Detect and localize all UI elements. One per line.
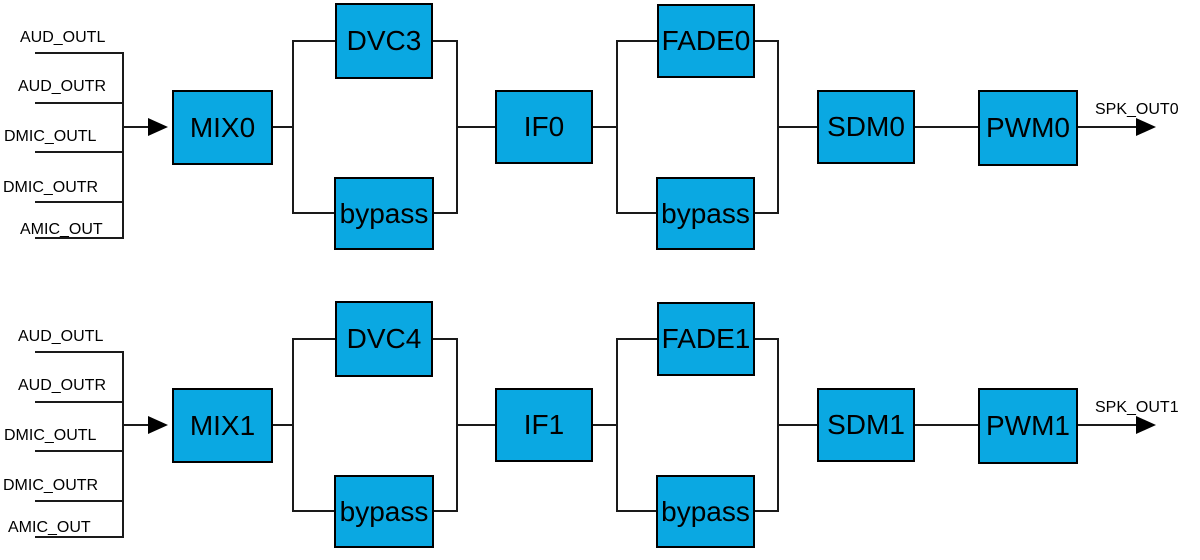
arrowhead-right-icon	[148, 416, 168, 434]
input-label-aud-outl: AUD_OUTL	[20, 29, 106, 46]
input-line	[35, 151, 123, 153]
mix0-block: MIX0	[172, 90, 273, 165]
input-line	[35, 351, 123, 353]
wire	[123, 424, 150, 426]
fade1-block: FADE1	[657, 302, 755, 376]
input-label-aud-outr: AUD_OUTR	[18, 377, 107, 394]
wire	[616, 338, 618, 512]
input-label-amic-out: AMIC_OUT	[8, 519, 91, 536]
dvc-bypass-block: bypass	[334, 475, 434, 548]
wire	[755, 40, 778, 42]
wire	[434, 510, 457, 512]
output-label-spk-out0: SPK_OUT0	[1095, 101, 1179, 118]
wire	[617, 40, 657, 42]
wire	[293, 212, 334, 214]
wire	[617, 212, 656, 214]
wire	[915, 126, 978, 128]
if1-block: IF1	[495, 388, 593, 462]
input-bus-line	[122, 52, 124, 239]
wire	[457, 424, 495, 426]
input-line	[35, 401, 123, 403]
input-line	[35, 536, 123, 538]
arrowhead-right-icon	[148, 118, 168, 136]
output-label-spk-out1: SPK_OUT1	[1095, 399, 1179, 416]
fade0-block: FADE0	[657, 4, 755, 78]
arrowhead-right-icon	[1136, 416, 1156, 434]
wire	[617, 510, 656, 512]
input-line	[35, 201, 123, 203]
if0-block: IF0	[495, 90, 593, 164]
wire	[273, 424, 293, 426]
dvc-bypass-block: bypass	[334, 177, 434, 250]
wire	[273, 126, 293, 128]
wire	[755, 338, 778, 340]
wire	[915, 424, 978, 426]
input-label-aud-outl: AUD_OUTL	[18, 328, 104, 345]
wire	[293, 510, 334, 512]
dvc3-block: DVC3	[335, 3, 433, 79]
wire	[1078, 126, 1138, 128]
pwm0-block: PWM0	[978, 90, 1078, 166]
dvc4-block: DVC4	[335, 301, 433, 377]
input-label-aud-outr: AUD_OUTR	[18, 78, 107, 95]
wire	[593, 424, 617, 426]
wire	[457, 126, 495, 128]
wire	[433, 40, 457, 42]
sdm1-block: SDM1	[817, 388, 915, 462]
wire	[123, 126, 150, 128]
input-label-amic-out: AMIC_OUT	[20, 221, 103, 238]
wire	[292, 40, 294, 214]
sdm0-block: SDM0	[817, 90, 915, 164]
wire	[616, 40, 618, 214]
input-label-dmic-outl: DMIC_OUTL	[4, 427, 97, 444]
wire	[755, 510, 778, 512]
input-label-dmic-outr: DMIC_OUTR	[3, 477, 99, 494]
wire	[755, 212, 778, 214]
fade-bypass-block: bypass	[656, 177, 755, 250]
wire	[778, 424, 817, 426]
input-line	[35, 102, 123, 104]
input-bus-line	[122, 351, 124, 538]
wire	[778, 126, 817, 128]
input-line	[35, 450, 123, 452]
wire	[292, 338, 294, 512]
wire	[593, 126, 617, 128]
input-line	[35, 52, 123, 54]
wire	[617, 338, 657, 340]
fade-bypass-block: bypass	[656, 475, 755, 548]
wire	[1078, 424, 1138, 426]
input-line	[35, 237, 123, 239]
wire	[293, 40, 335, 42]
input-line	[35, 500, 123, 502]
input-label-dmic-outr: DMIC_OUTR	[3, 179, 99, 196]
pwm1-block: PWM1	[978, 388, 1078, 464]
wire	[293, 338, 335, 340]
arrowhead-right-icon	[1136, 118, 1156, 136]
wire	[433, 338, 457, 340]
wire	[434, 212, 457, 214]
mix1-block: MIX1	[172, 388, 273, 463]
input-label-dmic-outl: DMIC_OUTL	[4, 128, 97, 145]
